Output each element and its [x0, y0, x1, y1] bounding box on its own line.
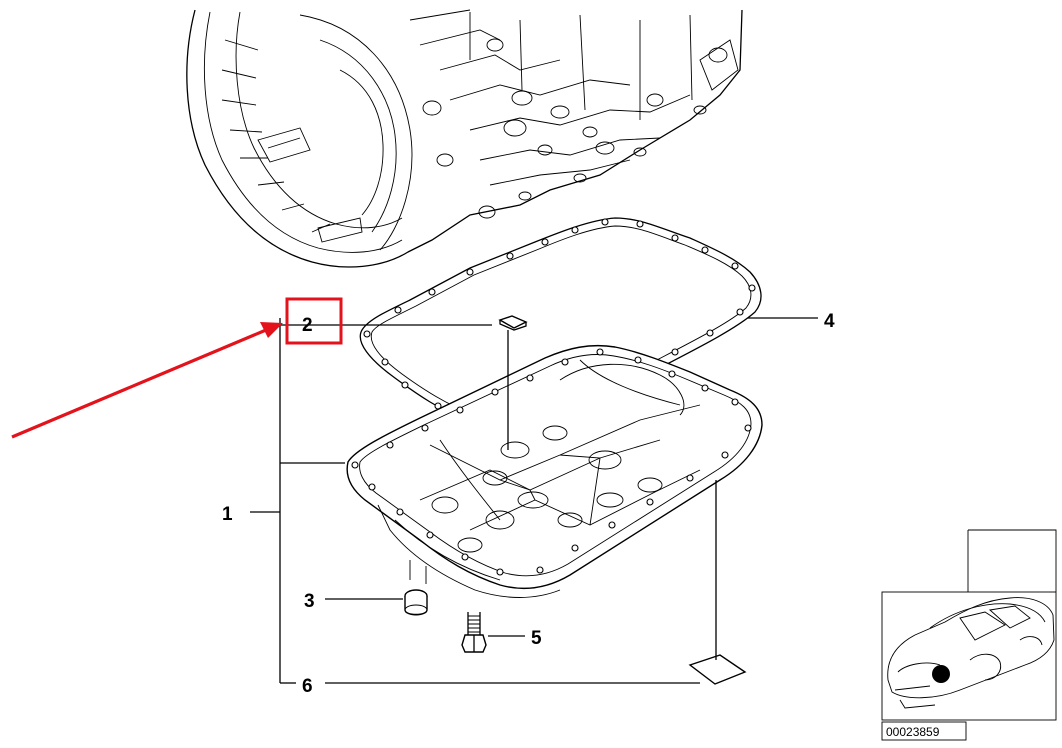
- magnet-part: [498, 315, 528, 331]
- red-arrow-head: [260, 322, 283, 338]
- callout-2: 2: [302, 315, 313, 336]
- car-outline: [887, 597, 1055, 709]
- drain-plug: [404, 589, 428, 616]
- callout-1: 1: [222, 504, 233, 525]
- callout-3: 3: [304, 591, 315, 612]
- callout-4: 4: [824, 311, 835, 332]
- label-sticker: [688, 654, 747, 685]
- hex-bolt: [461, 612, 487, 653]
- oil-pan: [346, 344, 763, 598]
- highlight-box: [285, 297, 343, 345]
- oil-pan-bolt-holes: [351, 348, 752, 576]
- location-marker-dot: [932, 665, 950, 683]
- highlight-annotation: [11, 297, 343, 439]
- vehicle-locator-thumbnail: 00023859: [881, 529, 1057, 741]
- callout-5: 5: [531, 628, 542, 649]
- diagram-doc-number: 00023859: [886, 725, 940, 739]
- callout-numbers: 1 2 3 4 5 6: [222, 311, 835, 697]
- leader-lines: [250, 317, 818, 684]
- transmission-housing: [186, 9, 743, 268]
- red-arrow-line: [11, 328, 267, 439]
- callout-6: 6: [302, 676, 313, 697]
